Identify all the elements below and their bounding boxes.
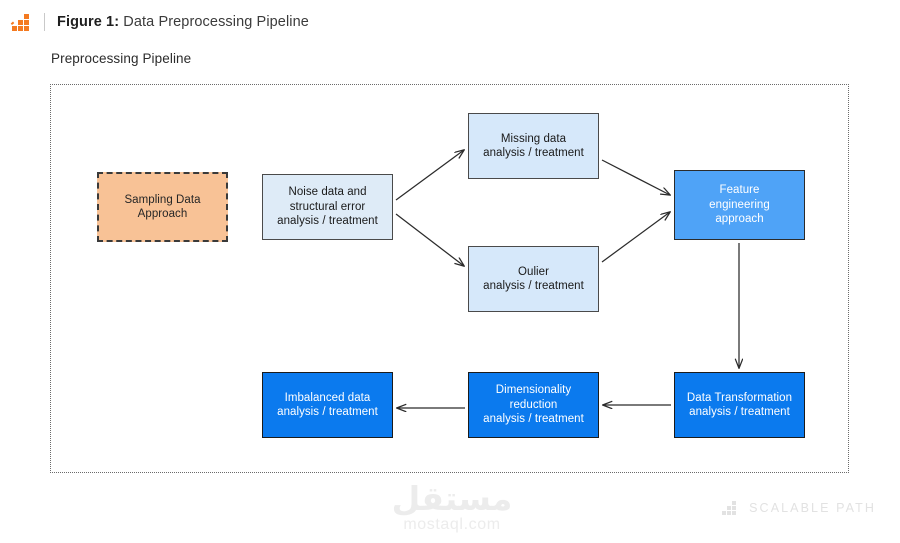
scalable-path-watermark: SCALABLE PATH [722, 500, 876, 516]
mostaql-logo-icon [10, 11, 34, 33]
page-title: Figure 1: Data Preprocessing Pipeline [57, 14, 309, 30]
node-imbalanced-data[interactable]: Imbalanced data analysis / treatment [262, 372, 393, 438]
node-dimensionality-reduction[interactable]: Dimensionality reduction analysis / trea… [468, 372, 599, 438]
node-feature-engineering[interactable]: Feature engineering approach [674, 170, 805, 240]
figure-title-text: Data Preprocessing Pipeline [123, 14, 309, 30]
figure-label: Figure 1: [57, 14, 120, 30]
header-divider [44, 13, 45, 31]
mostaql-arabic-text: مستقل [391, 479, 513, 518]
node-noise-data[interactable]: Noise data and structural error analysis… [262, 174, 393, 240]
mostaql-domain-text: mostaql.com [403, 516, 501, 533]
node-missing-data[interactable]: Missing data analysis / treatment [468, 113, 599, 179]
node-data-transformation[interactable]: Data Transformation analysis / treatment [674, 372, 805, 438]
node-outlier[interactable]: Oulier analysis / treatment [468, 246, 599, 312]
pipeline-frame [50, 84, 849, 473]
scalable-path-logo-icon [722, 500, 740, 516]
section-title: Preprocessing Pipeline [51, 51, 192, 66]
figure-header: Figure 1: Data Preprocessing Pipeline [0, 0, 900, 44]
mostaql-watermark: مستقل mostaql.com [372, 482, 532, 534]
node-sampling-data-approach[interactable]: Sampling Data Approach [97, 172, 228, 242]
scalable-path-text: SCALABLE PATH [749, 501, 876, 515]
